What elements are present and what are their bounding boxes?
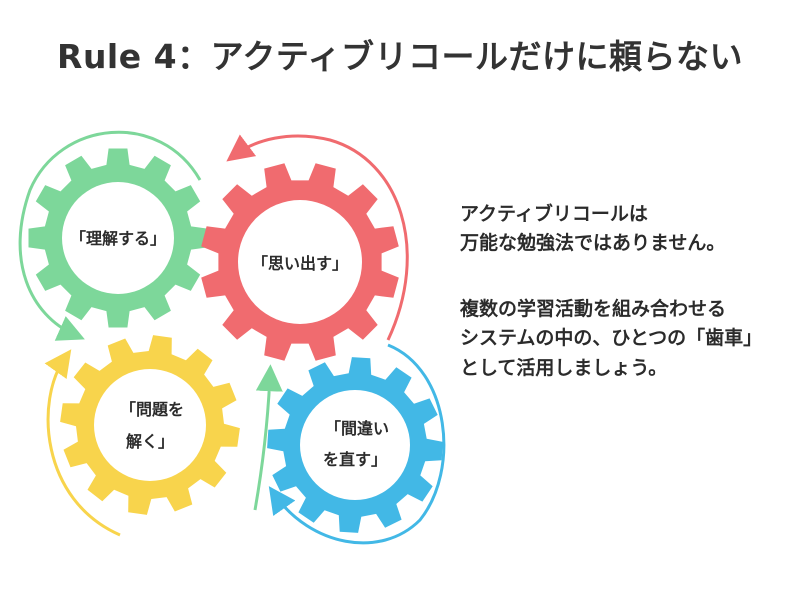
- para2-line1: 複数の学習活動を組み合わせる: [460, 297, 727, 320]
- para2-line2: システムの中の、ひとつの「歯車」: [460, 327, 763, 350]
- gear-omoidasu-label: 「思い出す」: [252, 254, 348, 273]
- gear-machigai-label-2: を直す」: [323, 450, 387, 469]
- gear-mondai-label-1: 「問題を: [120, 400, 184, 419]
- gear-mondai: 「問題を 解く」: [60, 335, 240, 515]
- gear-rikai-label: 「理解する」: [70, 229, 166, 248]
- gear-machigai: 「間違い を直す」: [267, 357, 443, 533]
- arrow-blue: [268, 343, 446, 545]
- para2-line3: として活用しましょう。: [460, 356, 668, 379]
- gear-omoidasu: 「思い出す」: [201, 163, 399, 361]
- para1-line2: 万能な勉強法ではありません。: [460, 232, 726, 255]
- arrow-red: [226, 134, 409, 341]
- arrow-small-green: [253, 364, 283, 511]
- gear-rikai: 「理解する」: [28, 148, 208, 328]
- para1-line1: アクティブリコールは: [460, 203, 648, 225]
- gear-machigai-label-1: 「間違い: [325, 419, 389, 438]
- description: アクティブリコールは 万能な勉強法ではありません。 複数の学習活動を組み合わせる…: [460, 200, 795, 383]
- page-title: Rule 4：アクティブリコールだけに頼らない: [57, 37, 743, 76]
- gear-mondai-label-2: 解く」: [126, 432, 174, 451]
- arrow-green: [18, 130, 202, 341]
- arrow-yellow: [44, 349, 121, 537]
